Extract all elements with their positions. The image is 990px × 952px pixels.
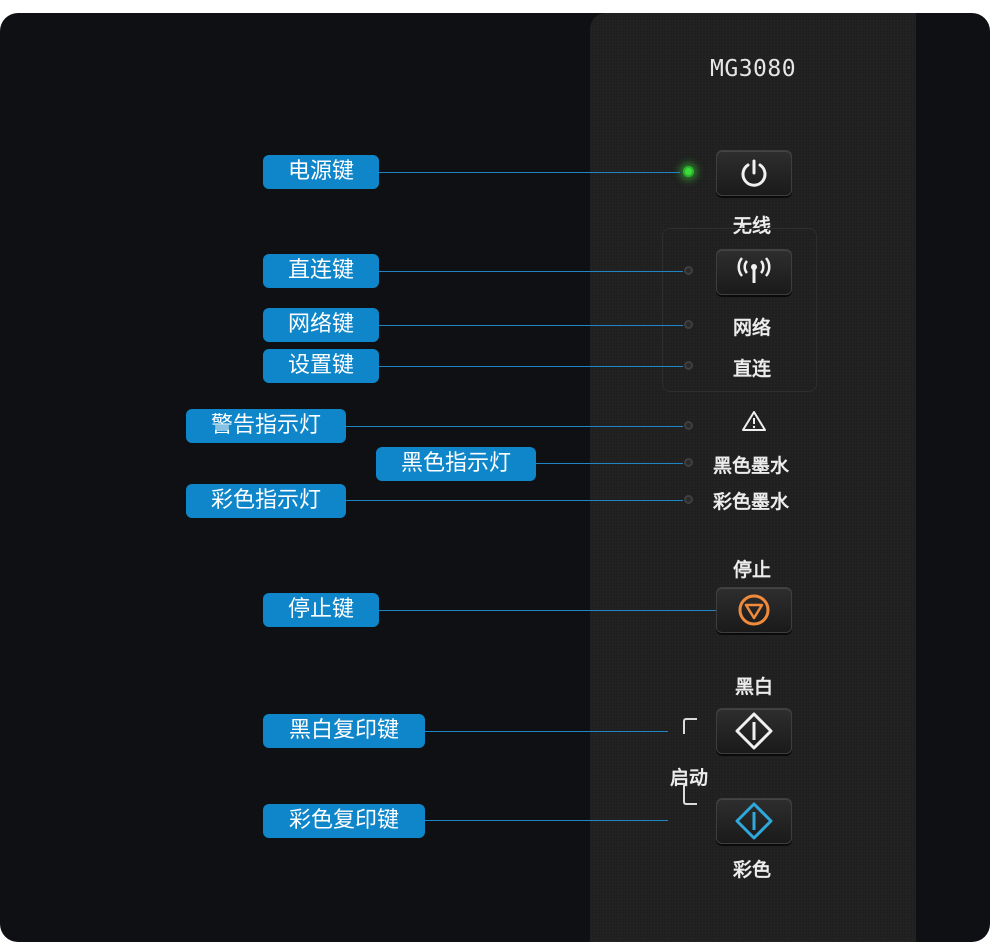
color-ink-callout: 彩色指示灯 xyxy=(186,484,346,518)
bw-copy-callout: 黑白复印键 xyxy=(263,714,425,748)
power-callout: 电源键 xyxy=(263,155,379,189)
wireless-group xyxy=(662,228,817,392)
color-ink-callout-line xyxy=(345,500,683,501)
alarm-callout-line xyxy=(345,426,683,427)
black-start-icon xyxy=(735,712,773,750)
black-start-button[interactable] xyxy=(716,708,792,754)
warning-triangle-icon xyxy=(742,411,766,431)
black-white-label: 黑白 xyxy=(735,676,774,698)
stop-callout: 停止键 xyxy=(263,593,379,627)
black-ink-callout-line xyxy=(535,463,683,464)
wireless-label: 无线 xyxy=(733,215,772,237)
color-ink-label: 彩色墨水 xyxy=(713,491,790,513)
settings-callout: 设置键 xyxy=(263,349,379,383)
network-callout: 网络键 xyxy=(263,308,379,342)
network-label: 网络 xyxy=(733,317,772,339)
black-ink-label: 黑色墨水 xyxy=(713,455,790,477)
settings-callout-line xyxy=(378,366,683,367)
stop-button[interactable] xyxy=(716,587,792,633)
printer-panel-frame xyxy=(0,13,990,942)
color-copy-callout-line xyxy=(424,820,668,821)
alarm-callout: 警告指示灯 xyxy=(186,409,346,443)
black-ink-callout: 黑色指示灯 xyxy=(376,447,536,481)
wireless-button[interactable] xyxy=(716,249,792,295)
start-bracket-bottom xyxy=(683,783,697,805)
power-callout-line xyxy=(378,172,680,173)
color-copy-callout: 彩色复印键 xyxy=(263,804,425,838)
black-ink-led xyxy=(684,458,693,467)
stop-callout-line xyxy=(378,610,716,611)
direct-callout-line xyxy=(378,271,683,272)
power-icon xyxy=(741,159,767,187)
start-label: 启动 xyxy=(670,767,709,789)
color-start-button[interactable] xyxy=(716,798,792,844)
network-callout-line xyxy=(378,325,683,326)
network-led xyxy=(684,320,693,329)
color-start-icon xyxy=(735,802,773,840)
direct-callout: 直连键 xyxy=(263,254,379,288)
power-led xyxy=(683,166,694,177)
start-bracket-top xyxy=(683,718,697,734)
direct-led xyxy=(684,266,693,275)
direct-mode-led xyxy=(684,361,693,370)
color-label: 彩色 xyxy=(733,859,772,881)
wireless-icon xyxy=(737,257,771,283)
direct-label: 直连 xyxy=(733,358,772,380)
alarm-led xyxy=(684,421,693,430)
stop-label: 停止 xyxy=(733,559,772,581)
bw-copy-callout-line xyxy=(424,731,668,732)
stop-icon xyxy=(738,594,770,626)
color-ink-led xyxy=(684,495,693,504)
power-button[interactable] xyxy=(716,150,792,196)
model-name: MG3080 xyxy=(710,56,797,82)
